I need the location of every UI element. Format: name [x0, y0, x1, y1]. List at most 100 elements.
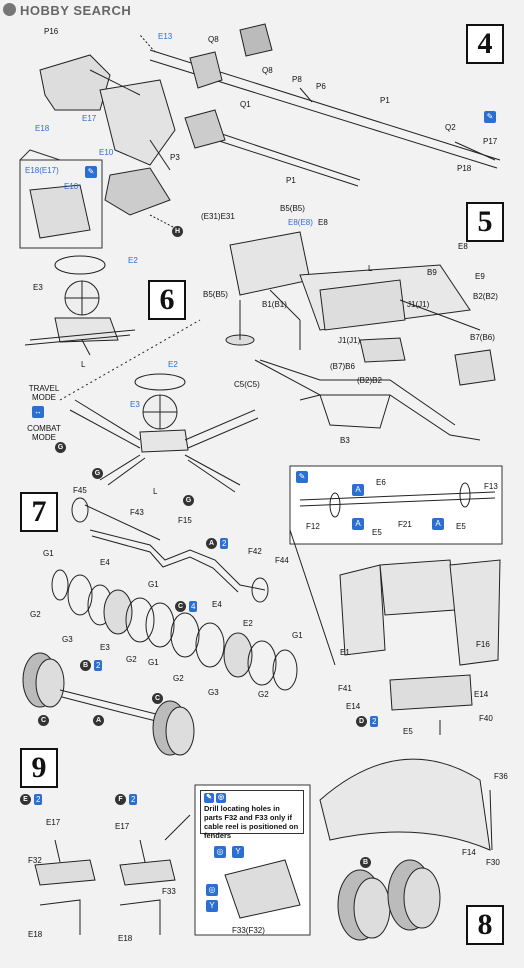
quantity-badge: 2 — [94, 660, 103, 671]
part-label: Q2 — [445, 123, 456, 132]
part-label: E18 — [28, 930, 43, 939]
mode-label: TRAVEL MODE — [28, 384, 60, 402]
step-8-number: 8 — [466, 905, 504, 945]
quantity-badge: 2 — [220, 538, 229, 549]
platform-travel-art — [24, 255, 136, 356]
part-label: L — [153, 487, 158, 496]
part-label: P1 — [286, 176, 296, 185]
part-label: F16 — [476, 640, 490, 649]
part-label: Q1 — [240, 100, 251, 109]
mode-label: COMBAT MODE — [27, 424, 61, 442]
drill-icon: ◎ — [206, 884, 218, 896]
part-label: E9 — [475, 272, 485, 281]
glue-icon: ✎ — [85, 166, 97, 178]
part-label: E4 — [100, 558, 110, 567]
header-bar: HOBBY SEARCH — [0, 0, 524, 18]
carriage-art — [225, 231, 496, 441]
part-label: G2 — [126, 655, 137, 664]
part-label: E17 — [82, 114, 97, 123]
part-label: B3 — [340, 436, 350, 445]
logo-text: HOBBY SEARCH — [20, 3, 132, 18]
gun-barrel-art — [139, 23, 501, 187]
part-label: F45 — [73, 486, 87, 495]
part-label: E18 — [118, 934, 133, 943]
part-label: G2 — [30, 610, 41, 619]
step-4-number: 4 — [466, 24, 504, 64]
part-label: E3 — [130, 400, 140, 409]
part-label: (B7)B6 — [330, 362, 355, 371]
part-label: (E31)E31 — [201, 212, 235, 221]
reference-g: G — [55, 442, 66, 453]
part-label: F21 — [398, 520, 412, 529]
part-label: Q8 — [262, 66, 273, 75]
part-label: J1(J1) — [407, 300, 430, 309]
axle-art — [22, 497, 298, 756]
reference-g: G — [92, 468, 103, 479]
part-label: E8(E8) — [288, 218, 313, 227]
part-label: G1 — [292, 631, 303, 640]
part-label: G1 — [148, 580, 159, 589]
fender-assembly-art — [289, 465, 503, 941]
paint-icon: Y — [206, 900, 218, 912]
part-label: E3 — [100, 643, 110, 652]
part-label: E17 — [46, 818, 61, 827]
step-6-number: 6 — [148, 280, 186, 320]
part-label: G1 — [148, 658, 159, 667]
paint-icon: Y — [232, 846, 244, 858]
reference-a: A — [206, 538, 217, 549]
reference-b: B — [360, 857, 371, 868]
reference-c: C — [38, 715, 49, 726]
part-label: E14 — [346, 702, 361, 711]
part-label: F41 — [338, 684, 352, 693]
travel-mode-icon: ↔ — [32, 406, 44, 418]
part-label: F36 — [494, 772, 508, 781]
part-label: E2 — [168, 360, 178, 369]
mode-divider — [59, 319, 201, 401]
part-label: E18 — [35, 124, 50, 133]
part-label: E4 — [212, 600, 222, 609]
part-label: E5 — [372, 528, 382, 537]
reference-h: H — [172, 226, 183, 237]
part-label: P17 — [483, 137, 498, 146]
part-label: (B2)B2 — [357, 376, 382, 385]
part-label: F42 — [248, 547, 262, 556]
quantity-badge: 2 — [370, 716, 379, 727]
part-label: E3 — [33, 283, 43, 292]
reference-c: C — [175, 601, 186, 612]
part-label: P18 — [457, 164, 472, 173]
part-label: B5(B5) — [203, 290, 228, 299]
part-label: E18(E17) — [25, 166, 59, 175]
part-label: P8 — [292, 75, 302, 84]
quantity-badge: 2 — [34, 794, 43, 805]
part-label: P16 — [44, 27, 59, 36]
part-label: E6 — [376, 478, 386, 487]
step-5-number: 5 — [466, 202, 504, 242]
drill-icon: ◎ — [216, 793, 226, 803]
step-7-number: 7 — [20, 492, 58, 532]
paint-icon: A — [432, 518, 444, 530]
glue-icon: ✎ — [484, 111, 496, 123]
part-label: F32 — [28, 856, 42, 865]
part-label: L — [81, 360, 86, 369]
part-label: B9 — [427, 268, 437, 277]
part-label: L — [368, 264, 373, 273]
part-label: F30 — [486, 858, 500, 867]
part-label: E8 — [318, 218, 328, 227]
reference-f: F — [115, 794, 126, 805]
cradle-art — [39, 54, 176, 229]
glue-icon: ✎ — [296, 471, 308, 483]
logo-icon — [3, 3, 16, 16]
part-label: P1 — [380, 96, 390, 105]
reference-g: G — [183, 495, 194, 506]
part-label: G3 — [62, 635, 73, 644]
reference-a: A — [93, 715, 104, 726]
part-label: F40 — [479, 714, 493, 723]
part-label: F33 — [162, 887, 176, 896]
part-label: E10 — [99, 148, 114, 157]
paint-icon: A — [352, 518, 364, 530]
part-label: E17 — [115, 822, 130, 831]
part-label: G2 — [258, 690, 269, 699]
part-label: G1 — [43, 549, 54, 558]
reference-b: B — [80, 660, 91, 671]
